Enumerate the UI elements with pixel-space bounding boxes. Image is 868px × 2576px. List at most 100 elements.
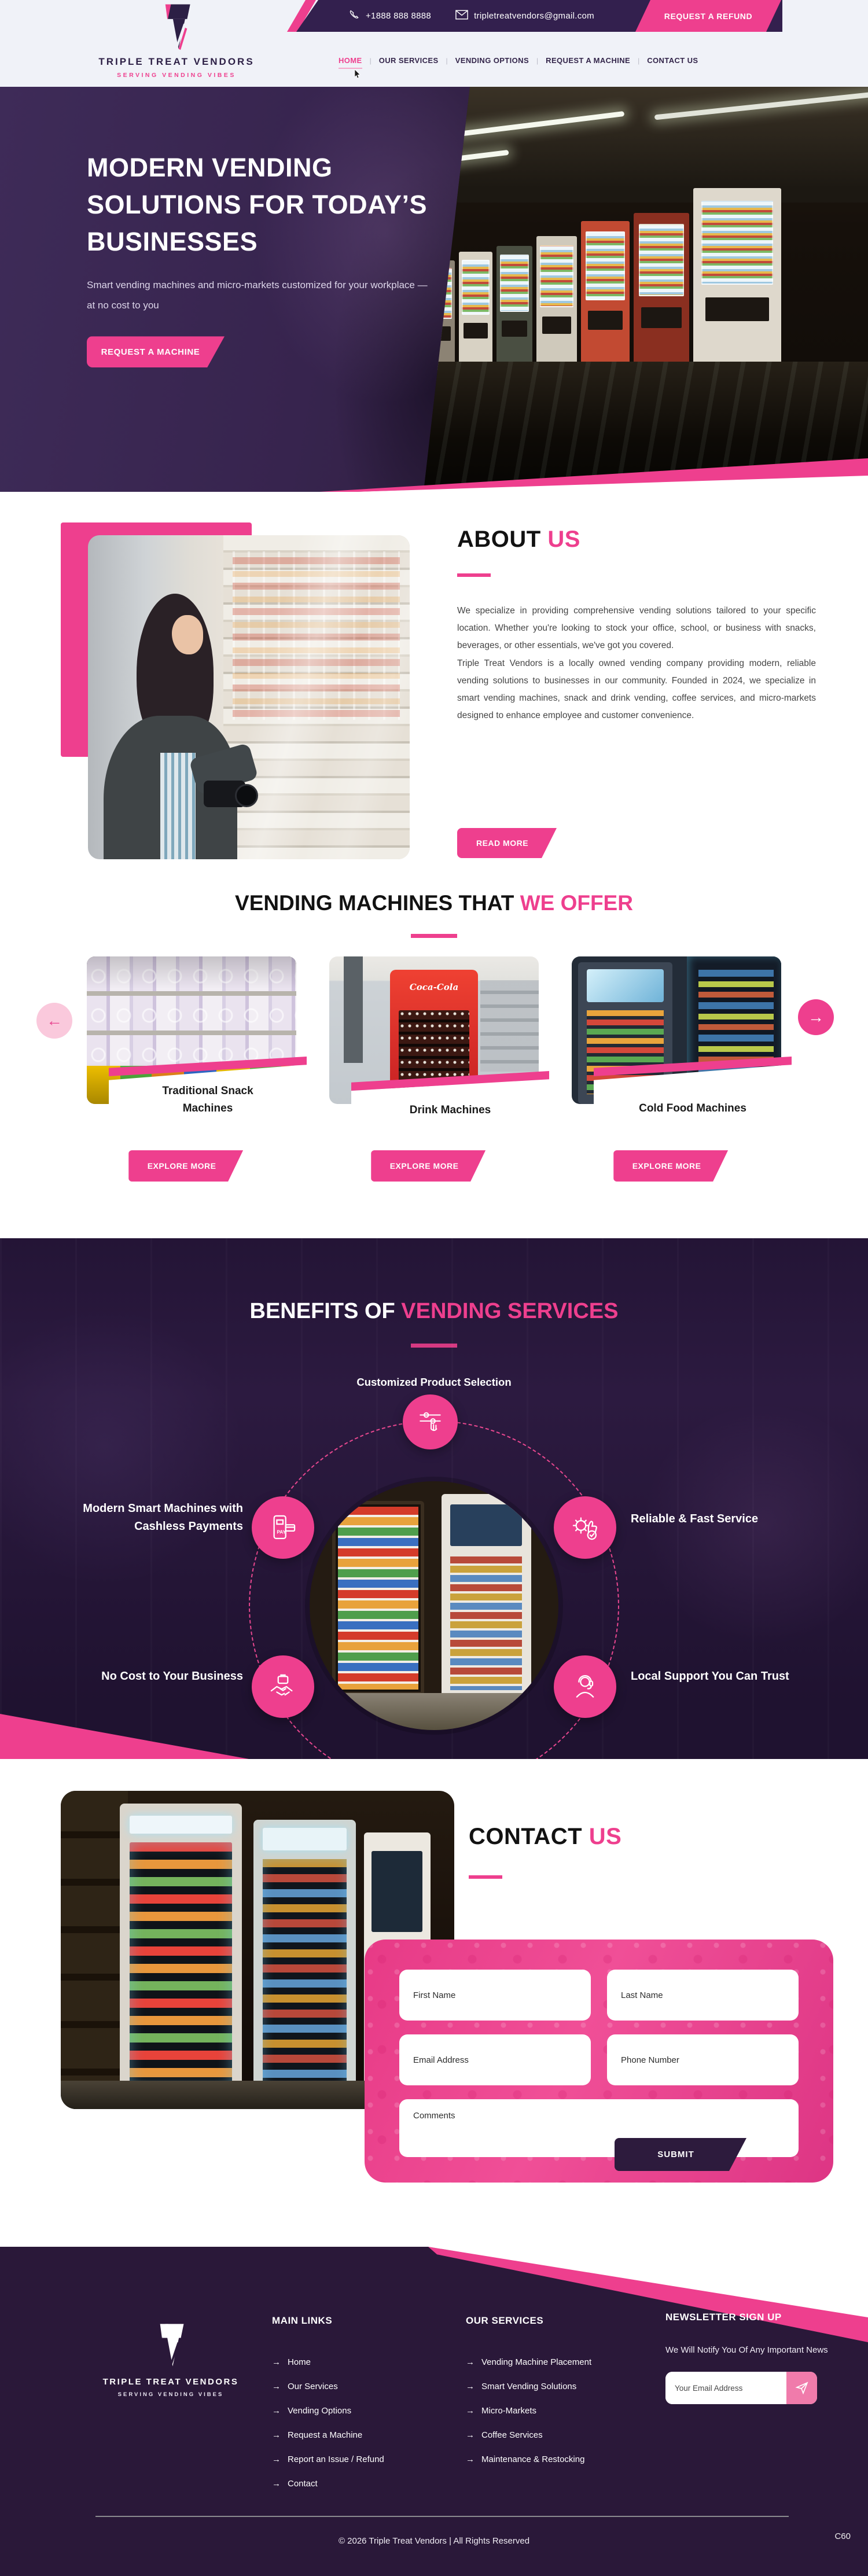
footer-logo-tagline: SERVING VENDING VIBES: [117, 2391, 224, 2398]
arrow-bullet-icon: →: [466, 2357, 475, 2367]
footer-main-links: MAIN LINKS →Home →Our Services →Vending …: [272, 2315, 384, 2496]
first-name-field[interactable]: [399, 1970, 591, 2021]
cursor-icon: [354, 69, 361, 79]
footer-logo-name: TRIPLE TREAT VENDORS: [102, 2377, 239, 2387]
envelope-icon: [455, 10, 468, 22]
arrow-bullet-icon: →: [272, 2405, 281, 2416]
email-address: tripletreatvendors@gmail.com: [474, 11, 594, 21]
hero-photo-floor: [424, 362, 868, 492]
title-accent-bar: [411, 1344, 457, 1348]
nav-separator: |: [369, 56, 372, 65]
site-logo[interactable]: TRIPLE TREAT VENDORS SERVING VENDING VIB…: [87, 2, 266, 79]
phone-link[interactable]: +1888 888 8888: [348, 9, 431, 23]
about-title: ABOUT US: [457, 527, 580, 552]
logo-name: TRIPLE TREAT VENDORS: [98, 56, 255, 67]
request-refund-button[interactable]: REQUEST A REFUND: [635, 0, 781, 32]
copyright-text: © 2026 Triple Treat Vendors | All Rights…: [338, 2536, 530, 2546]
newsletter-title: NEWSLETTER SIGN UP: [665, 2312, 782, 2323]
title-accent-bar: [469, 1875, 502, 1879]
submit-button[interactable]: SUBMIT: [615, 2138, 746, 2171]
nav-item-contact-us[interactable]: CONTACT US: [647, 56, 698, 65]
contact-form: SUBMIT: [365, 1940, 833, 2183]
footer-link-report-issue-refund[interactable]: →Report an Issue / Refund: [272, 2454, 384, 2464]
footer-services: OUR SERVICES →Vending Machine Placement …: [466, 2315, 591, 2471]
machines-carousel: Traditional Snack Machines EXPLORE MORE …: [0, 956, 868, 1205]
footer-service-maintenance[interactable]: →Maintenance & Restocking: [466, 2454, 585, 2464]
newsletter-text: We Will Notify You Of Any Important News: [665, 2345, 828, 2355]
title-accent-bar: [411, 934, 457, 938]
footer-column-title: OUR SERVICES: [466, 2315, 544, 2326]
carousel-next-arrow[interactable]: →: [798, 999, 834, 1035]
about-paragraph-2: Triple Treat Vendors is a locally owned …: [457, 658, 816, 721]
about-photo: [88, 535, 410, 859]
machine-card-snack[interactable]: Traditional Snack Machines EXPLORE MORE: [87, 956, 307, 1199]
footer-link-request-a-machine[interactable]: →Request a Machine: [272, 2430, 363, 2440]
svg-text:PAY: PAY: [277, 1530, 286, 1535]
hero-photo-machines: [424, 174, 868, 370]
explore-more-button-cold-food[interactable]: EXPLORE MORE: [613, 1150, 728, 1182]
nav-item-request-a-machine[interactable]: REQUEST A MACHINE: [546, 56, 631, 65]
carousel-prev-arrow[interactable]: ←: [36, 1003, 72, 1039]
card-title: Traditional Snack Machines: [162, 1085, 253, 1114]
footer-service-micro-markets[interactable]: →Micro-Markets: [466, 2405, 537, 2416]
footer-link-contact[interactable]: →Contact: [272, 2478, 318, 2489]
machines-section: VENDING MACHINES THAT WE OFFER Tradition…: [0, 868, 868, 1238]
arrow-bullet-icon: →: [272, 2357, 281, 2367]
footer-service-placement[interactable]: →Vending Machine Placement: [466, 2357, 592, 2367]
arrow-bullet-icon: →: [466, 2381, 475, 2391]
hero-bottom-accent: [319, 458, 868, 492]
paper-plane-icon: [795, 2382, 808, 2395]
explore-more-button-drink[interactable]: EXPLORE MORE: [371, 1150, 486, 1182]
phone-number: +1888 888 8888: [366, 11, 432, 21]
newsletter-email-input[interactable]: [665, 2372, 786, 2404]
about-section: ABOUT US We specialize in providing comp…: [0, 492, 868, 868]
machine-card-drink[interactable]: Coca-Cola Drink Machines EXPLORE MORE: [329, 956, 549, 1199]
hero-photo-ceiling: [424, 87, 868, 203]
footer-logo[interactable]: TRIPLE TREAT VENDORS SERVING VENDING VIB…: [95, 2322, 246, 2398]
about-photo-camera: [204, 781, 259, 808]
about-paragraph-1: We specialize in providing comprehensive…: [457, 606, 816, 651]
nav-item-home[interactable]: HOME: [331, 56, 370, 69]
machines-title: VENDING MACHINES THAT WE OFFER: [235, 891, 633, 915]
footer-logo-t-icon: [160, 2324, 184, 2367]
request-machine-button[interactable]: REQUEST A MACHINE: [87, 336, 225, 367]
newsletter-signup: [665, 2372, 817, 2404]
benefits-title: BENEFITS OF VENDING SERVICES: [249, 1299, 619, 1323]
no-cost-icon: [252, 1655, 314, 1718]
last-name-field[interactable]: [607, 1970, 799, 2021]
benefit-label-reliable: Reliable & Fast Service: [631, 1513, 759, 1525]
footer-divider: [95, 2516, 789, 2517]
benefits-section: BENEFITS OF VENDING SERVICES Customized …: [0, 1238, 868, 1759]
footer-service-coffee[interactable]: →Coffee Services: [466, 2430, 543, 2440]
logo-t-icon: [165, 4, 190, 50]
footer-link-vending-options[interactable]: →Vending Options: [272, 2405, 352, 2416]
nav-item-vending-options[interactable]: VENDING OPTIONS: [455, 56, 529, 65]
contact-title: CONTACT US: [469, 1824, 622, 1849]
cashless-payments-icon: PAY: [252, 1496, 314, 1559]
footer-service-smart-vending[interactable]: →Smart Vending Solutions: [466, 2381, 577, 2391]
email-field[interactable]: [399, 2034, 591, 2085]
nav-item-our-services[interactable]: OUR SERVICES: [378, 56, 439, 65]
hero-content: MODERN VENDING SOLUTIONS FOR TODAY’S BUS…: [87, 149, 480, 367]
phone-field[interactable]: [607, 2034, 799, 2085]
hero-title: MODERN VENDING SOLUTIONS FOR TODAY’S BUS…: [87, 153, 428, 256]
explore-more-button-snack[interactable]: EXPLORE MORE: [128, 1150, 243, 1182]
header: +1888 888 8888 tripletreatvendors@gmail.…: [0, 0, 868, 87]
email-link[interactable]: tripletreatvendors@gmail.com: [455, 10, 594, 22]
footer-newsletter: NEWSLETTER SIGN UP We Will Notify You Of…: [665, 2312, 833, 2404]
newsletter-send-button[interactable]: [786, 2372, 817, 2404]
reliable-service-icon: [554, 1496, 616, 1559]
footer-link-home[interactable]: →Home: [272, 2357, 311, 2367]
machine-card-cold-food[interactable]: Cold Food Machines EXPLORE MORE: [572, 956, 792, 1199]
read-more-button[interactable]: READ MORE: [457, 828, 557, 858]
arrow-bullet-icon: →: [272, 2381, 281, 2391]
hero-vending-photo: [424, 87, 868, 492]
contact-section: CONTACT US SUBMIT: [0, 1759, 868, 2247]
product-selection-icon: [403, 1394, 458, 1449]
arrow-bullet-icon: →: [466, 2454, 475, 2464]
footer-link-our-services[interactable]: →Our Services: [272, 2381, 338, 2391]
card-title: Cold Food Machines: [639, 1102, 746, 1114]
footer-column-title: MAIN LINKS: [272, 2315, 333, 2326]
benefits-corner-accent: [0, 1714, 249, 1759]
